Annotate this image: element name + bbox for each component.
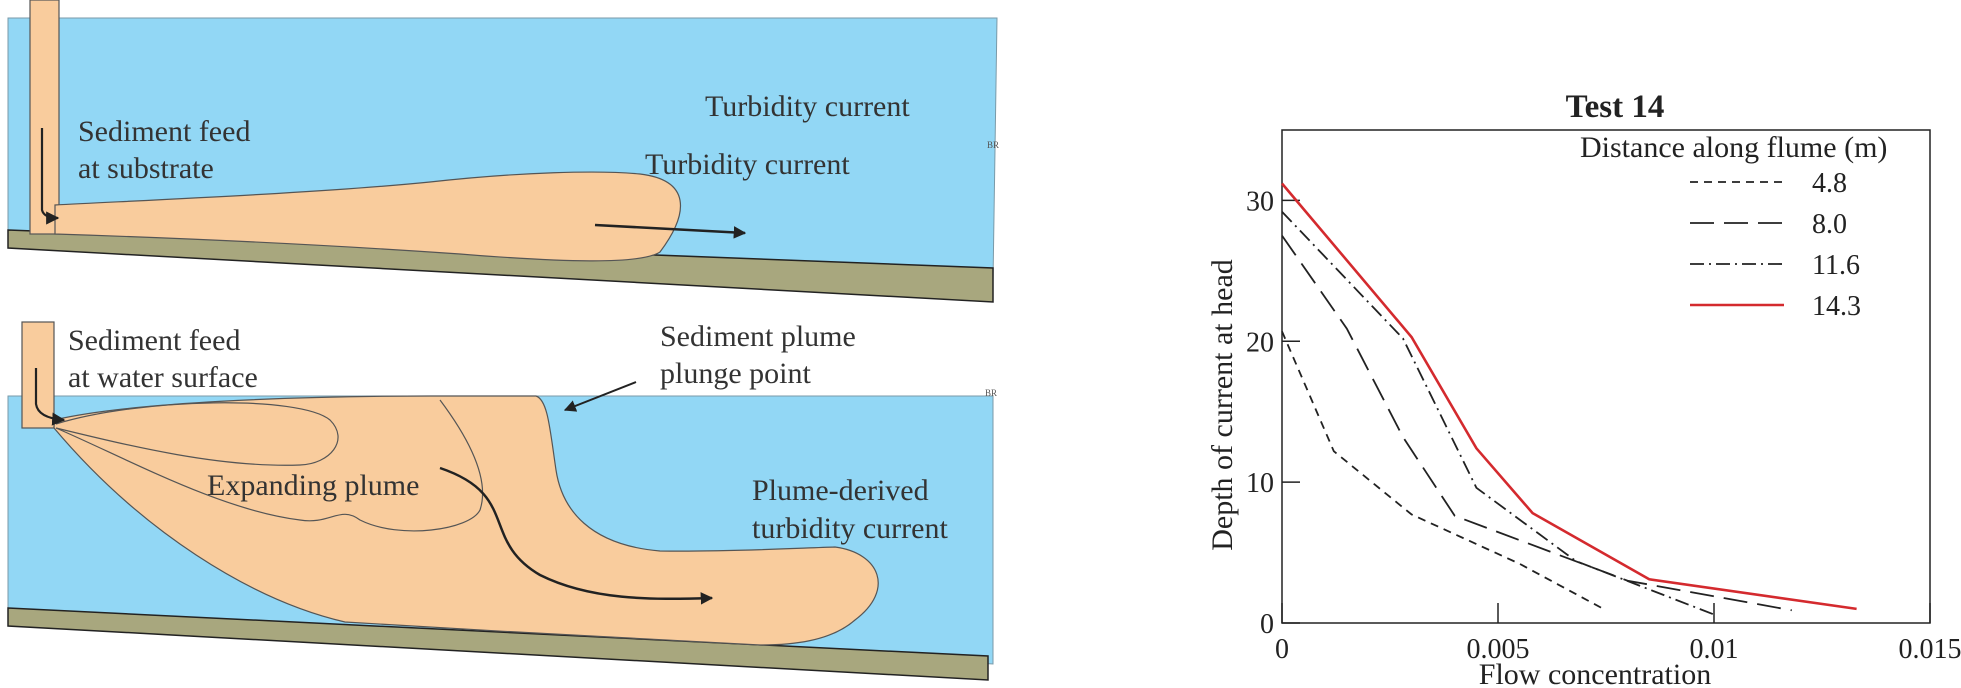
x-axis: 0 0.005 0.01 0.015	[1275, 603, 1961, 665]
plot-frame	[1281, 129, 1931, 624]
y-axis-label: Depth of current at head	[1206, 259, 1239, 551]
turbidity-current-flow-label: Turbidity current	[645, 148, 850, 181]
x-tick-label: 0.015	[1899, 634, 1961, 665]
substrate-label: at substrate	[78, 152, 214, 185]
flume-substrate-feed-diagram: Turbidity current Sediment feed at subst…	[7, 0, 999, 303]
feed-flow-arrow	[34, 368, 66, 426]
y-tick-label: 10	[1246, 468, 1274, 499]
series-line-11.6	[1281, 211, 1715, 616]
feed-pipe	[29, 0, 60, 235]
current-direction-arrow	[594, 223, 747, 239]
y-axis: 0 10 20 30	[1246, 186, 1300, 640]
sediment-plume-label: Sediment plume	[660, 320, 856, 353]
plume-derived-label: Plume-derived	[752, 474, 929, 507]
corner-mark: BR	[987, 140, 999, 150]
series-line-4.8	[1281, 331, 1607, 612]
legend: Distance along flume (m) 4.8 8.0 11.6 14.3	[1580, 131, 1887, 322]
feed-pipe	[21, 321, 55, 429]
depth-vs-concentration-chart: Test 14 0 0.005 0.01 0.015 0 10 20 30 Flow con…	[1206, 89, 1961, 688]
corner-mark: BR	[985, 388, 997, 398]
turbidity-current-label-top: Turbidity current	[705, 90, 910, 123]
y-tick-label: 30	[1246, 186, 1274, 217]
plume-inner-lobe	[55, 402, 339, 466]
feed-flow-arrow	[40, 128, 60, 225]
series-layer	[1281, 182, 1857, 616]
plunge-point-arrow	[563, 381, 637, 412]
turbidity-current-label-bottom: turbidity current	[752, 512, 948, 545]
series-line-14.3	[1281, 182, 1857, 611]
legend-entry-label: 8.0	[1812, 209, 1847, 240]
flume-bed	[7, 229, 994, 303]
sediment-feed-label: Sediment feed	[78, 115, 250, 148]
x-axis-label: Flow concentration	[1479, 658, 1711, 688]
chart-title: Test 14	[1566, 89, 1665, 125]
x-tick-label: 0.01	[1690, 634, 1739, 665]
water-surface-label: at water surface	[68, 361, 258, 394]
expanding-plume-label: Expanding plume	[207, 469, 419, 502]
flume-surface-feed-diagram: Sediment feed at water surface Sediment …	[7, 320, 997, 681]
x-tick-label: 0	[1275, 634, 1289, 665]
y-tick-label: 0	[1260, 609, 1274, 640]
turbidity-current-body	[54, 171, 682, 262]
plume-spreading-line	[55, 399, 484, 532]
legend-entry-label: 4.8	[1812, 168, 1847, 199]
plunge-point-label: plunge point	[660, 357, 811, 390]
legend-title: Distance along flume (m)	[1580, 131, 1887, 164]
series-line-8.0	[1281, 235, 1792, 612]
legend-entry-label: 14.3	[1812, 291, 1861, 322]
plunge-flow-arrow	[439, 466, 714, 605]
plume-body	[53, 395, 879, 646]
sediment-feed-label: Sediment feed	[68, 324, 240, 357]
x-tick-label: 0.005	[1467, 634, 1530, 665]
y-tick-label: 20	[1246, 327, 1274, 358]
legend-entry-label: 11.6	[1812, 250, 1860, 281]
